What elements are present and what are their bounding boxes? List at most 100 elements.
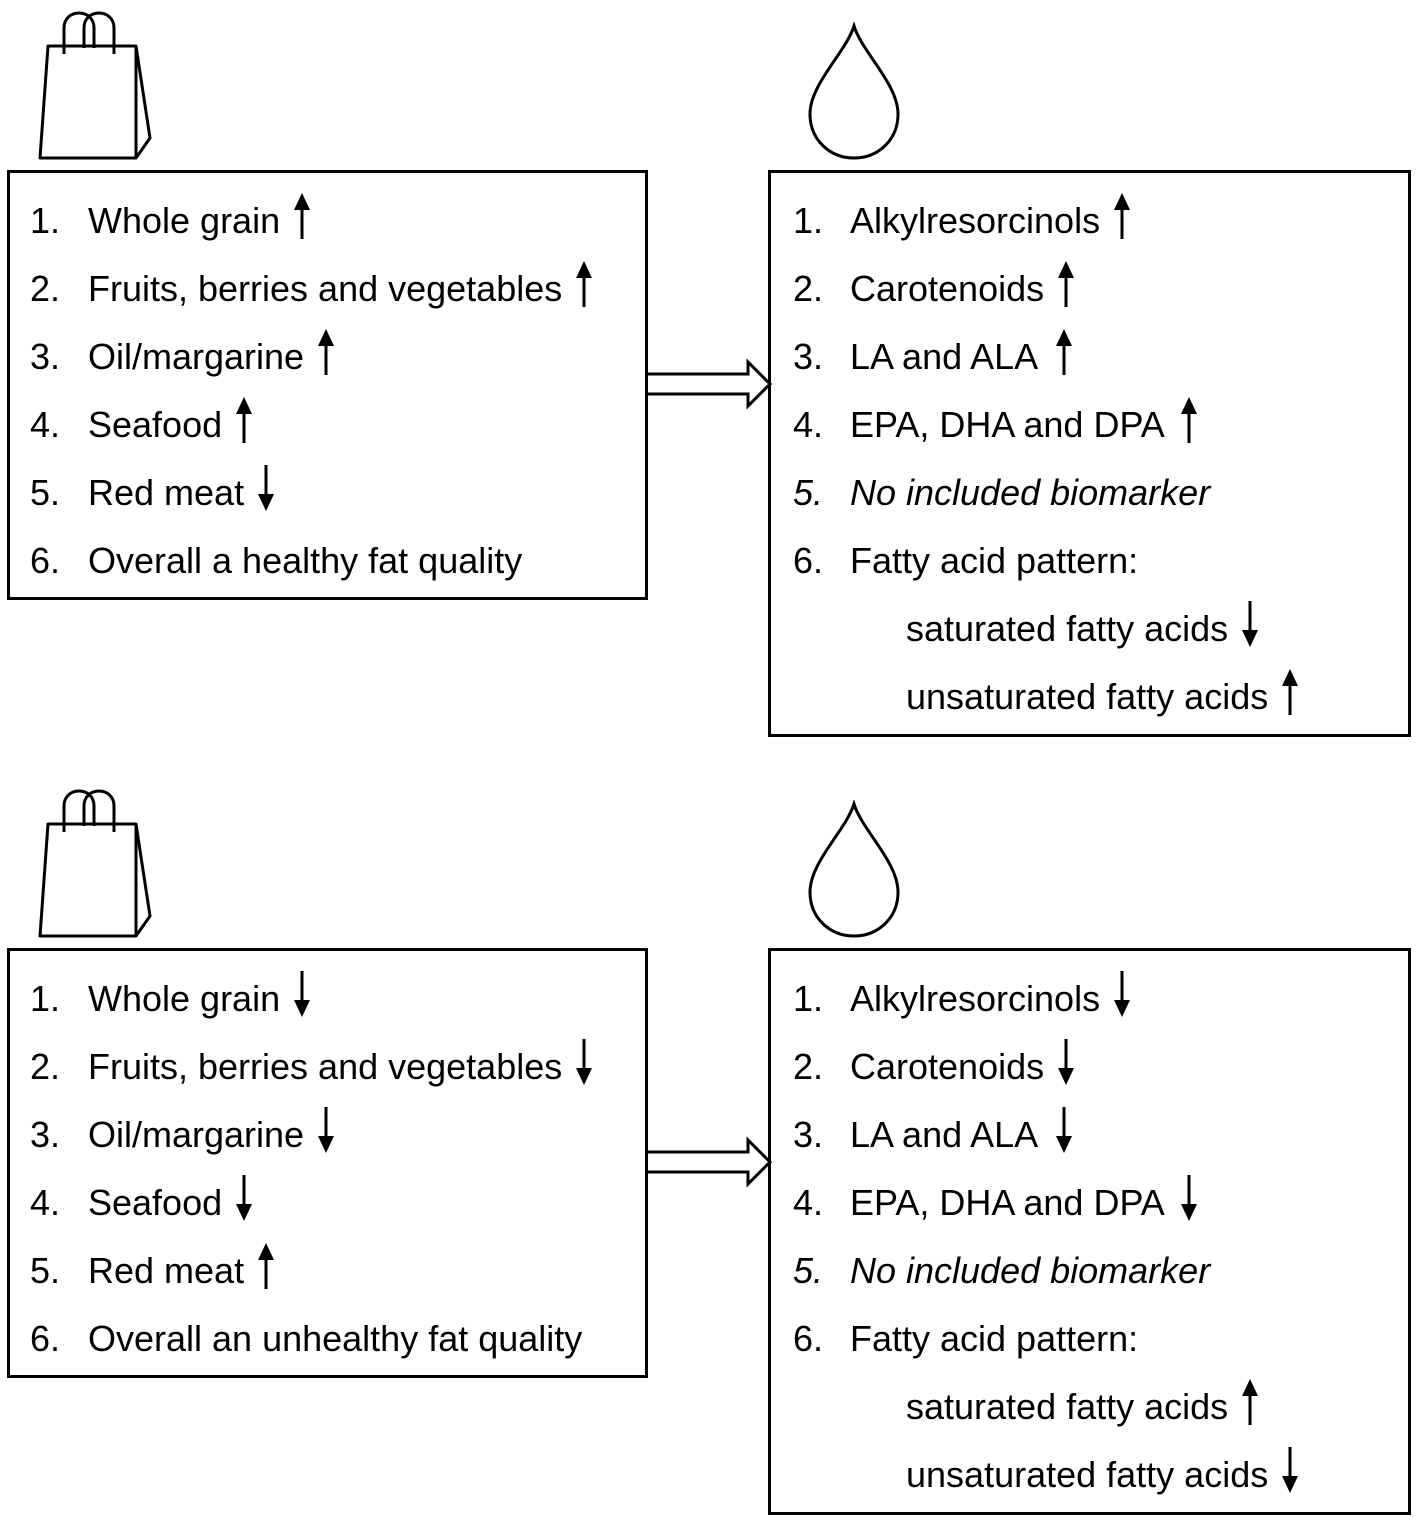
item-number: 6. bbox=[793, 1318, 824, 1359]
arrow-up-icon bbox=[236, 397, 253, 443]
biomarker-item: 2. Carotenoids bbox=[793, 261, 1393, 311]
item-number: 5. bbox=[30, 472, 61, 513]
item-label: Red meat bbox=[88, 1250, 245, 1291]
biomarker-box bbox=[768, 948, 1411, 1515]
item-number: 2. bbox=[30, 268, 61, 309]
food-item: 5. Red meat bbox=[30, 1243, 630, 1293]
item-label: Seafood bbox=[88, 404, 223, 445]
item-number: 4. bbox=[30, 1182, 61, 1223]
arrow-up-icon bbox=[294, 193, 311, 239]
food-item: 3. Oil/margarine bbox=[30, 329, 630, 379]
arrow-up-icon bbox=[1180, 397, 1197, 443]
item-label: Alkylresorcinols bbox=[850, 200, 1101, 241]
biomarker-item: 5. No included biomarker bbox=[793, 475, 1393, 515]
biomarker-item: saturated fatty acids bbox=[793, 1379, 1393, 1429]
item-number: 3. bbox=[30, 1114, 61, 1155]
food-item: 6. Overall a healthy fat quality bbox=[30, 543, 630, 583]
biomarker-item: 5. No included biomarker bbox=[793, 1253, 1393, 1293]
food-item: 4. Seafood bbox=[30, 397, 630, 447]
arrow-up-icon bbox=[576, 261, 593, 307]
arrow-down-icon bbox=[576, 1039, 593, 1085]
item-label: No included biomarker bbox=[850, 1250, 1211, 1291]
food-change-box bbox=[7, 170, 648, 600]
blood-drop-icon bbox=[806, 800, 902, 940]
arrow-up-icon bbox=[1114, 193, 1131, 239]
item-label: Carotenoids bbox=[850, 268, 1045, 309]
food-item: 6. Overall an unhealthy fat quality bbox=[30, 1321, 630, 1361]
item-number: 5. bbox=[793, 1250, 824, 1291]
arrow-down-icon bbox=[258, 465, 275, 511]
item-number: 3. bbox=[793, 336, 824, 377]
biomarker-box bbox=[768, 170, 1411, 737]
biomarker-item: saturated fatty acids bbox=[793, 601, 1393, 651]
item-label: Oil/margarine bbox=[88, 1114, 305, 1155]
biomarker-item: unsaturated fatty acids bbox=[793, 669, 1393, 719]
item-label: Fatty acid pattern: bbox=[850, 1318, 1139, 1359]
food-item: 2. Fruits, berries and vegetables bbox=[30, 1039, 630, 1089]
arrow-up-icon bbox=[1282, 669, 1299, 715]
item-number: 1. bbox=[30, 200, 61, 241]
item-number: 2. bbox=[30, 1046, 61, 1087]
arrow-down-icon bbox=[294, 971, 311, 1017]
item-label: saturated fatty acids bbox=[906, 1386, 1229, 1427]
item-label: Overall an unhealthy fat quality bbox=[88, 1318, 583, 1359]
biomarker-item: 3. LA and ALA bbox=[793, 329, 1393, 379]
flow-arrow-icon bbox=[648, 358, 773, 410]
food-item: 1.Whole grain bbox=[30, 971, 630, 1021]
item-label: No included biomarker bbox=[850, 472, 1211, 513]
item-label: Fruits, berries and vegetables bbox=[88, 268, 563, 309]
item-label: Carotenoids bbox=[850, 1046, 1045, 1087]
arrow-up-icon bbox=[318, 329, 335, 375]
item-number: 5. bbox=[793, 472, 824, 513]
arrow-up-icon bbox=[1242, 1379, 1259, 1425]
item-label: Whole grain bbox=[88, 200, 281, 241]
item-number: 6. bbox=[30, 540, 61, 581]
item-number: 1. bbox=[30, 978, 61, 1019]
biomarker-item: 3.LA and ALA bbox=[793, 1107, 1393, 1157]
flow-arrow-icon bbox=[648, 1136, 773, 1188]
biomarker-item: 4. EPA, DHA and DPA bbox=[793, 397, 1393, 447]
biomarker-item: 1. Alkylresorcinols bbox=[793, 193, 1393, 243]
shopping-bag-icon bbox=[38, 8, 158, 164]
item-label: Overall a healthy fat quality bbox=[88, 540, 523, 581]
food-item: 2. Fruits, berries and vegetables bbox=[30, 261, 630, 311]
arrow-down-icon bbox=[1114, 971, 1131, 1017]
biomarker-item: unsaturated fatty acids bbox=[793, 1447, 1393, 1497]
arrow-down-icon bbox=[1180, 1175, 1197, 1221]
item-number: 4. bbox=[30, 404, 61, 445]
item-label: saturated fatty acids bbox=[906, 608, 1229, 649]
biomarker-item: 1.Alkylresorcinols bbox=[793, 971, 1393, 1021]
item-number: 4. bbox=[793, 404, 824, 445]
item-label: unsaturated fatty acids bbox=[906, 676, 1269, 717]
biomarker-item: 6. Fatty acid pattern: bbox=[793, 1321, 1393, 1361]
arrow-down-icon bbox=[1282, 1447, 1299, 1493]
blood-drop-icon bbox=[806, 22, 902, 162]
biomarker-item: 6.Fatty acid pattern: bbox=[793, 543, 1393, 583]
item-number: 6. bbox=[30, 1318, 61, 1359]
biomarker-item: 2.Carotenoids bbox=[793, 1039, 1393, 1089]
item-number: 1. bbox=[793, 200, 824, 241]
item-number: 5. bbox=[30, 1250, 61, 1291]
item-number: 4. bbox=[793, 1182, 824, 1223]
item-number: 2. bbox=[793, 268, 824, 309]
food-change-box bbox=[7, 948, 648, 1378]
item-number: 6. bbox=[793, 540, 824, 581]
arrow-down-icon bbox=[236, 1175, 253, 1221]
arrow-up-icon bbox=[1058, 261, 1075, 307]
item-label: EPA, DHA and DPA bbox=[850, 404, 1165, 445]
item-label: Red meat bbox=[88, 472, 245, 513]
item-label: LA and ALA bbox=[850, 336, 1039, 377]
item-label: Oil/margarine bbox=[88, 336, 305, 377]
item-number: 1. bbox=[793, 978, 824, 1019]
item-label: Fruits, berries and vegetables bbox=[88, 1046, 563, 1087]
arrow-down-icon bbox=[318, 1107, 335, 1153]
arrow-down-icon bbox=[1242, 601, 1259, 647]
food-item: 4. Seafood bbox=[30, 1175, 630, 1225]
item-number: 3. bbox=[30, 336, 61, 377]
item-label: Seafood bbox=[88, 1182, 223, 1223]
food-item: 5. Red meat bbox=[30, 465, 630, 515]
item-number: 3. bbox=[793, 1114, 824, 1155]
shopping-bag-icon bbox=[38, 786, 158, 942]
food-item: 1. Whole grain bbox=[30, 193, 630, 243]
biomarker-item: 4.EPA, DHA and DPA bbox=[793, 1175, 1393, 1225]
